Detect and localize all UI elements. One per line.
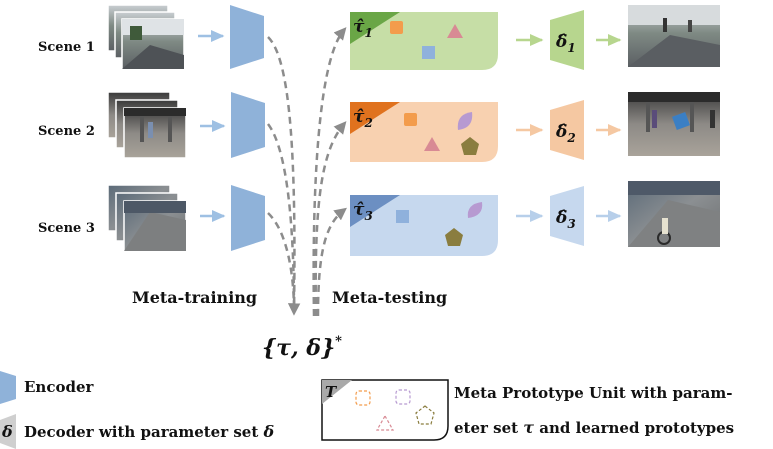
scene-2-row: Scene 2 τ̂2 δ̂2: [38, 91, 720, 162]
scene-1-label: Scene 1: [38, 40, 95, 55]
scene-1-prototype-unit: τ̂1: [350, 12, 498, 70]
mpu-swatch: [321, 379, 449, 441]
encoder-swatch: [0, 371, 16, 404]
prototype-purple-leaf: [467, 202, 483, 218]
meta-training-label: Meta-training: [132, 288, 257, 307]
prototype-blue-square: [396, 210, 409, 223]
legend-decoder-label: Decoder with parameter set δ: [24, 422, 275, 441]
prototype-olive-pentagon: [461, 137, 479, 155]
scene-2-input-frames: [107, 91, 187, 159]
scene-1-input-frames: [107, 4, 185, 70]
scene-1-row: Scene 1 τ̂1 δ̂1: [38, 4, 720, 70]
svg-text:δ̂3: δ̂3: [555, 208, 576, 231]
prototype-orange-square: [404, 113, 417, 126]
scene-1-predicted-frame: [628, 5, 720, 67]
scene-2-prototype-unit: τ̂2: [350, 102, 498, 162]
scene-3-label: Scene 3: [38, 221, 95, 236]
meta-testing-flow: [312, 27, 347, 317]
legend-decoder: δ Decoder with parameter set δ: [0, 414, 275, 449]
scene-3-row: Scene 3 τ̂3 δ̂3: [38, 181, 720, 256]
scene-1-encoder: [230, 5, 264, 69]
prototype-pink-triangle: [447, 24, 463, 38]
scene-1-decoder: δ̂1: [550, 10, 584, 70]
scene-2-label: Scene 2: [38, 124, 95, 139]
scene-3-encoder: [231, 185, 265, 251]
scene-2-decoder: δ̂2: [550, 100, 584, 160]
legend-encoder: Encoder: [0, 371, 95, 404]
svg-text:T: T: [325, 383, 338, 401]
optimal-parameter-set: {τ, δ}*: [262, 334, 342, 361]
legend-prototype-unit: T Meta Prototype Unit with param- eter s…: [321, 379, 734, 441]
svg-text:δ̂2: δ̂2: [555, 122, 576, 145]
scene-3-tau-symbol: τ̂3: [353, 200, 373, 223]
svg-text:δ̂1: δ̂1: [555, 32, 576, 55]
scene-3-decoder: δ̂3: [550, 186, 584, 246]
meta-testing-label: Meta-testing: [332, 288, 447, 307]
legend-mpu-line-2: eter set τ and learned prototypes: [454, 418, 734, 437]
prototype-orange-square: [390, 21, 403, 34]
svg-text:δ: δ: [1, 422, 13, 441]
legend-mpu-line-1: Meta Prototype Unit with param-: [454, 384, 732, 402]
legend: Encoder δ Decoder with parameter set δ T…: [0, 371, 734, 449]
scene-2-encoder: [231, 92, 265, 158]
scene-2-predicted-frame: [628, 92, 720, 156]
scene-3-predicted-frame: [628, 181, 720, 247]
prototype-purple-leaf: [457, 112, 473, 130]
scene-3-prototype-unit: τ̂3: [350, 195, 498, 256]
legend-encoder-label: Encoder: [24, 378, 95, 396]
prototype-olive-pentagon: [445, 228, 463, 246]
meta-training-flow: [267, 36, 301, 316]
scene-2-tau-symbol: τ̂2: [353, 107, 373, 130]
scene-3-input-frames: [107, 184, 187, 252]
prototype-pink-triangle: [424, 137, 440, 151]
scene-1-tau-symbol: τ̂1: [353, 17, 373, 40]
prototype-blue-square: [422, 46, 435, 59]
decoder-swatch: [0, 414, 16, 449]
